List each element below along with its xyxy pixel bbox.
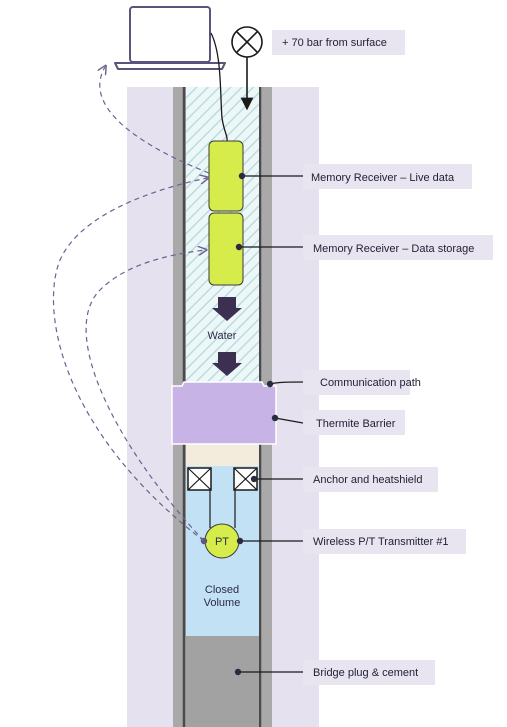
bridge-plug: [186, 636, 259, 727]
laptop-icon: [114, 6, 226, 70]
surface-cable: [210, 32, 228, 142]
closed-volume-label-2: Volume: [204, 597, 241, 609]
dashed-link-transmitter-to-storage: [85, 250, 205, 542]
communication-path-label: Communication path: [320, 377, 421, 389]
pt-label: PT: [215, 536, 229, 548]
surface-pressure-label: + 70 bar from surface: [282, 37, 387, 49]
bridge-plug-label: Bridge plug & cement: [313, 667, 418, 679]
heatshield-zone: [186, 444, 259, 466]
closed-volume-label-1: Closed: [205, 584, 239, 596]
down-arrow-icon: [212, 352, 242, 376]
pressure-valve-icon: [231, 26, 263, 58]
dashed-link-transmitter-to-live: [52, 178, 207, 542]
memory-receiver-live: [208, 140, 244, 212]
anchor-left-icon: [187, 467, 212, 491]
memory-receiver-storage-label: Memory Receiver – Data storage: [313, 243, 474, 255]
water-label: Water: [208, 330, 237, 342]
down-arrow-icon: [212, 297, 242, 321]
memory-receiver-live-label: Memory Receiver – Live data: [311, 172, 455, 184]
anchor-heatshield-label: Anchor and heatshield: [313, 474, 422, 486]
thermite-barrier-label: Thermite Barrier: [316, 418, 396, 430]
transmitter-label: Wireless P/T Transmitter #1: [313, 536, 449, 548]
thermite-barrier: [171, 381, 277, 445]
memory-receiver-storage: [208, 212, 244, 286]
